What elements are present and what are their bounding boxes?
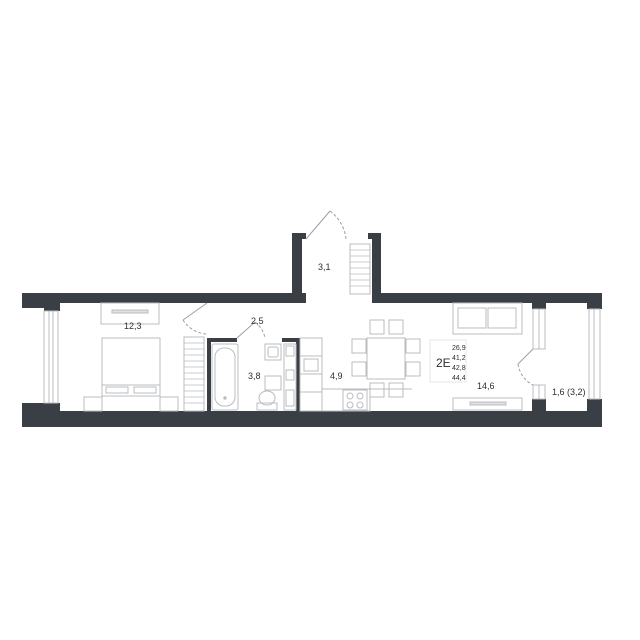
chair-5 (351, 361, 367, 377)
wall-top-left (22, 293, 306, 303)
room-area-corridor: 2,5 (251, 316, 264, 326)
wall-balcony-top (532, 303, 546, 309)
unit-area-1: 26,9 (452, 345, 466, 352)
nightstand-right (159, 396, 179, 412)
kitchen-bottom-counter (321, 388, 371, 412)
kitchen-sink (303, 358, 319, 372)
living-tv-stand (452, 397, 523, 411)
bathroom-door-leaf (236, 321, 256, 339)
furniture (83, 243, 523, 412)
wall-vestibule-right (372, 233, 381, 303)
wall-bottom (22, 411, 602, 427)
unit-area-2: 41,2 (452, 355, 466, 362)
shaft (283, 343, 297, 411)
wall-bath-shaft (282, 338, 300, 342)
bed-pillow-right (133, 386, 157, 394)
unit-area-3: 42,8 (452, 365, 466, 372)
unit-info: 2E 26,9 41,2 42,8 44,4 (429, 339, 467, 383)
toilet-bowl (258, 390, 276, 406)
room-area-vestibule: 3,1 (318, 262, 331, 272)
room-labels: 3,1 12,3 2,5 3,8 4,9 14,6 1,6 (3,2) (124, 262, 586, 397)
wall-right-bottom (587, 399, 602, 427)
wall-vestibule-left (292, 233, 302, 303)
entrance-door-swing (329, 210, 347, 240)
chair-2 (388, 319, 404, 335)
entrance-door-leaf (305, 210, 331, 240)
windows (43, 308, 601, 404)
walls (22, 233, 602, 427)
wall-bath-left (207, 338, 211, 411)
bed-pillow-left (105, 386, 129, 394)
unit-code: 2E (436, 356, 451, 370)
room-area-kitchen: 4,9 (330, 371, 343, 381)
wall-right-top (587, 293, 602, 309)
unit-info-box (429, 339, 467, 383)
dining-table (366, 337, 406, 380)
living-tv (469, 401, 507, 406)
toilet-tank (256, 402, 278, 411)
bathroom-sink (264, 343, 282, 361)
wall-bath-top (207, 338, 237, 342)
chair-8 (388, 382, 404, 398)
room-area-living: 14,6 (477, 381, 495, 391)
chair-4 (405, 338, 421, 354)
balcony-door-leaf (517, 348, 534, 365)
doors (182, 210, 534, 386)
nightstand-left (83, 396, 103, 412)
chair-3 (351, 338, 367, 354)
wall-vestibule-top-left (292, 233, 306, 239)
room-area-balcony: 1,6 (3,2) (552, 387, 586, 397)
wall-top-right (372, 293, 602, 303)
bedroom-tv-stand (100, 302, 160, 325)
wall-bath-right (296, 338, 300, 411)
stove (342, 389, 368, 411)
washing-machine (264, 375, 282, 391)
bedroom-door-leaf (182, 302, 208, 321)
sofa (452, 302, 523, 335)
balcony-door-swing (517, 363, 534, 386)
bedroom-door-swing (182, 319, 208, 335)
room-area-bathroom: 3,8 (248, 371, 261, 381)
vestibule-wardrobe (349, 243, 371, 295)
room-area-bedroom: 12,3 (124, 321, 142, 331)
unit-area-4: 44,4 (452, 375, 466, 382)
wall-vestibule-top-right (368, 233, 381, 239)
bed (101, 337, 161, 397)
bathroom-door-swing (254, 321, 266, 339)
chair-7 (369, 382, 385, 398)
chair-1 (369, 319, 385, 335)
wall-balcony-bottom (532, 399, 546, 411)
bathtub (211, 343, 239, 411)
bedroom-wardrobe (183, 336, 205, 412)
chair-6 (405, 361, 421, 377)
wall-left-bottom (22, 403, 60, 427)
bedroom-tv (111, 309, 149, 314)
window-left (43, 310, 59, 404)
wall-left-inner (44, 303, 60, 311)
